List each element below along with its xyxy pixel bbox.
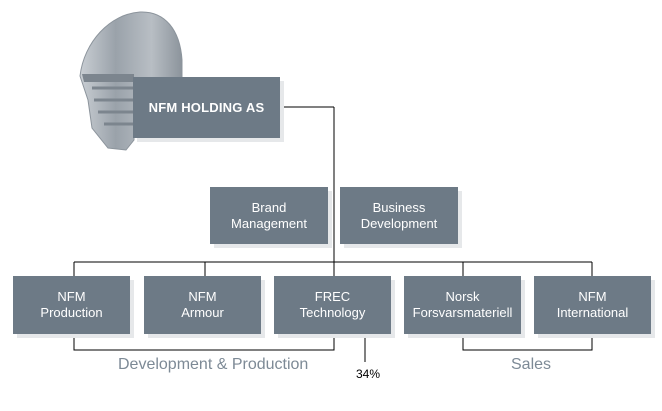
frec-technology-box: FREC Technology xyxy=(274,276,391,334)
dev-production-group-label: Development & Production xyxy=(118,356,309,373)
dev-production-bracket xyxy=(73,334,335,351)
frec-technology-label: FREC Technology xyxy=(299,289,366,320)
frec-ownership-percentage: 34% xyxy=(356,367,381,381)
sales-group-label: Sales xyxy=(511,356,552,373)
business-development-label: Business Development xyxy=(360,199,438,231)
nfm-international-box: NFM International xyxy=(534,276,651,334)
sales-bracket xyxy=(462,334,593,351)
holding-label: NFM HOLDING AS xyxy=(148,99,265,115)
brand-management-label: Brand Management xyxy=(231,199,307,231)
norsk-forsvarsmateriell-box: Norsk Forsvarsmateriell xyxy=(404,276,521,334)
holding-box: NFM HOLDING AS xyxy=(133,77,280,138)
nfm-production-box: NFM Production xyxy=(13,276,130,334)
norsk-forsvarsmateriell-label: Norsk Forsvarsmateriell xyxy=(412,289,513,320)
nfm-armour-box: NFM Armour xyxy=(144,276,261,334)
nfm-international-label: NFM International xyxy=(556,289,629,320)
nfm-armour-label: NFM Armour xyxy=(181,289,224,320)
business-development-box: Business Development xyxy=(340,187,458,244)
brand-management-box: Brand Management xyxy=(210,187,328,244)
nfm-production-label: NFM Production xyxy=(40,289,103,320)
